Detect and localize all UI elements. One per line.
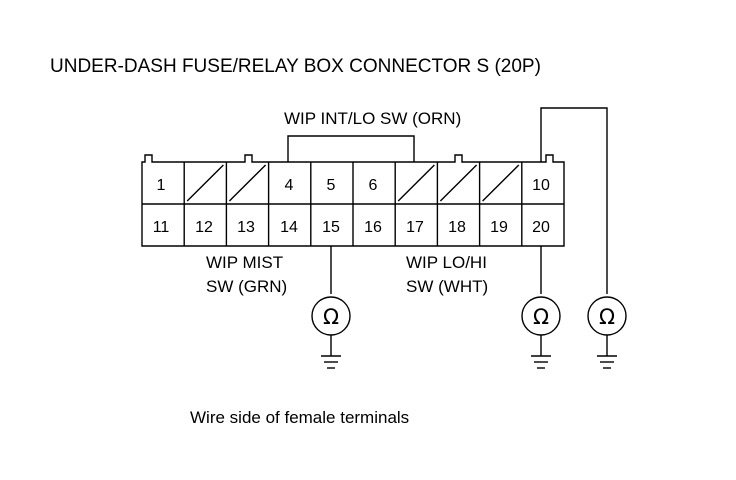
pin-16: 16	[364, 219, 382, 236]
unused-cavity-9	[482, 164, 520, 202]
bottom-row-pins: 11 12 13 14 15 16 17 18 19 20	[153, 219, 550, 236]
label-wip-mist-2: SW (GRN)	[206, 277, 287, 296]
pin-11: 11	[153, 219, 170, 236]
label-wip-lohi-2: SW (WHT)	[406, 277, 488, 296]
ohm-symbol: Ω	[533, 305, 549, 329]
diagram-caption: Wire side of female terminals	[190, 408, 409, 427]
ohmmeter-20: Ω	[521, 296, 561, 369]
pin-15: 15	[322, 219, 340, 236]
pin-1: 1	[157, 177, 166, 194]
wire-terminal-10	[540, 107, 608, 294]
pin-10: 10	[532, 177, 550, 194]
pin-13: 13	[237, 219, 255, 236]
unused-cavity-3	[228, 164, 267, 202]
diagram-title: UNDER-DASH FUSE/RELAY BOX CONNECTOR S (2…	[50, 56, 541, 77]
pin-20: 20	[532, 219, 550, 236]
pin-17: 17	[406, 219, 424, 236]
label-wip-mist-1: WIP MIST	[206, 253, 283, 272]
ohmmeter-10: Ω	[587, 296, 627, 369]
pin-5: 5	[327, 177, 336, 194]
connector-lock-tab	[287, 135, 415, 162]
ohm-symbol: Ω	[323, 305, 339, 329]
pin-19: 19	[490, 219, 508, 236]
unused-cavity-marks	[186, 164, 520, 202]
top-row-pins: 1 4 5 6 10	[157, 177, 550, 194]
connector-body	[141, 154, 565, 247]
unused-cavity-2	[186, 164, 224, 202]
pin-14: 14	[280, 219, 298, 236]
unused-cavity-8	[439, 164, 478, 202]
pin-12: 12	[195, 219, 213, 236]
ohmmeter-15: Ω	[311, 296, 351, 369]
ohm-symbol: Ω	[599, 305, 615, 329]
pin-6: 6	[369, 177, 378, 194]
pin-4: 4	[285, 177, 294, 194]
pin-18: 18	[448, 219, 466, 236]
label-wip-lohi-1: WIP LO/HI	[406, 253, 487, 272]
unused-cavity-7	[397, 164, 435, 202]
label-wip-int-lo: WIP INT/LO SW (ORN)	[284, 109, 461, 128]
